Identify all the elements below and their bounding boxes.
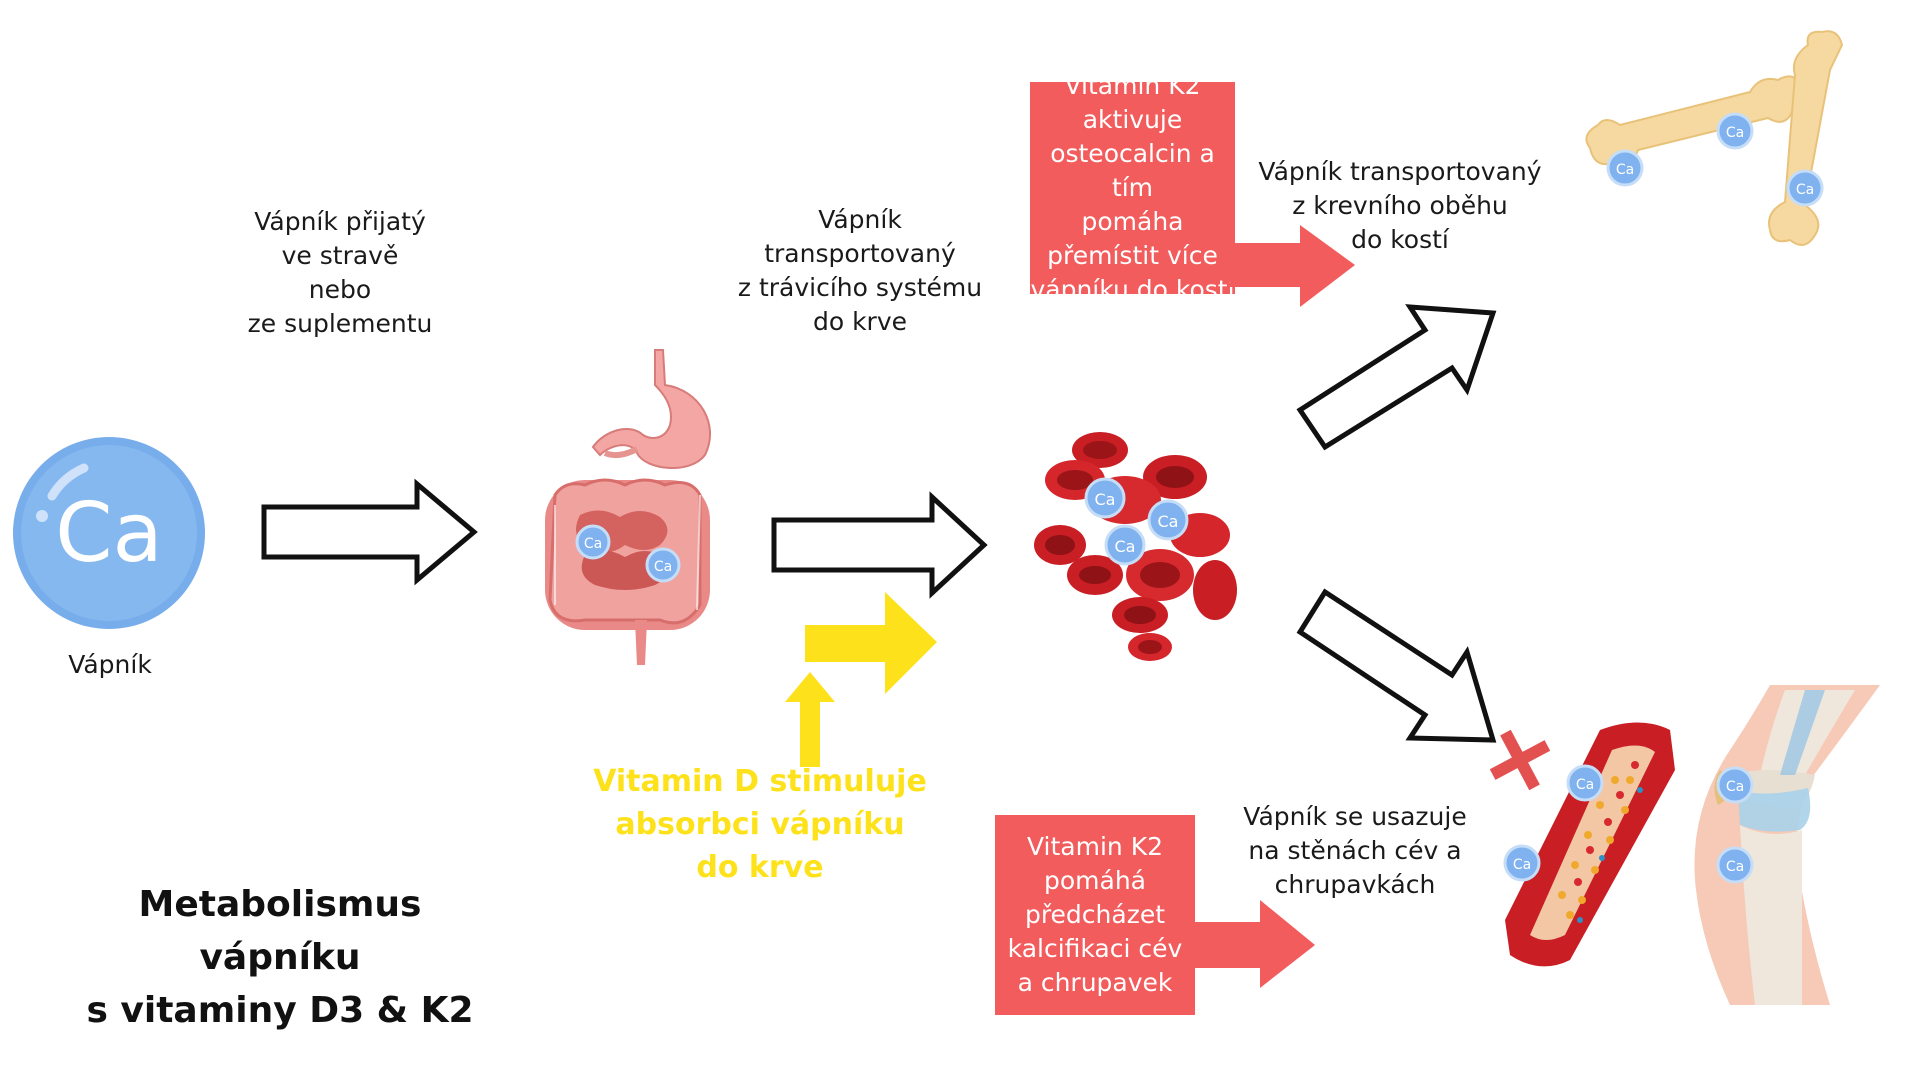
red-arrow-right-icon <box>1195 900 1315 988</box>
step4-text: Vápník se usazuje na stěnách cév a chrup… <box>1243 802 1467 899</box>
svg-text:Ca: Ca <box>1796 182 1814 198</box>
blood-vessel-icon: Ca Ca <box>1503 722 1675 967</box>
step1-text: Vápník přijatý ve stravě nebo ze supleme… <box>247 207 433 338</box>
step2-text: Vápník transportovaný z trávicího systém… <box>737 205 983 336</box>
digestive-system-icon: Ca Ca <box>545 349 711 665</box>
red-arrow-right-icon <box>1230 225 1355 307</box>
svg-text:Ca: Ca <box>1095 490 1116 509</box>
step3-text: Vápník transportovaný z krevního oběhu d… <box>1258 157 1542 254</box>
blood-cells-icon: Ca Ca Ca <box>1034 432 1237 661</box>
svg-text:Ca: Ca <box>1616 162 1634 178</box>
svg-text:Ca: Ca <box>55 486 163 581</box>
vitamin-d-text: Vitamin D stimuluje absorbci vápníku do … <box>593 764 927 885</box>
calcium-label: Vápník <box>68 650 152 679</box>
svg-text:Ca: Ca <box>1726 779 1744 795</box>
svg-text:Ca: Ca <box>1726 859 1744 875</box>
svg-text:Ca: Ca <box>654 559 672 575</box>
cross-icon <box>1489 729 1551 791</box>
svg-text:Ca: Ca <box>1513 857 1531 873</box>
arrow-right-icon <box>771 491 988 599</box>
k2-bone-box: Vitamin K2 aktivuje osteocalcin a tím po… <box>1030 71 1235 304</box>
svg-text:Ca: Ca <box>1726 125 1744 141</box>
knee-joint-icon: Ca Ca <box>1694 685 1880 1005</box>
arrow-down-right-icon <box>1296 588 1497 743</box>
vitamin-d-arrow-icon <box>785 592 937 767</box>
arrow-right-icon <box>261 478 478 586</box>
svg-text:Ca: Ca <box>584 536 602 552</box>
svg-text:Ca: Ca <box>1115 537 1136 556</box>
svg-text:Ca: Ca <box>1158 512 1179 531</box>
k2-vessel-box: Vitamin K2 pomáhá předcházet kalcifikaci… <box>995 815 1195 1015</box>
svg-text:Ca: Ca <box>1576 777 1594 793</box>
bones-icon: Ca Ca Ca <box>1585 30 1844 246</box>
calcium-icon: Ca <box>13 437 205 629</box>
arrow-up-right-icon <box>1296 304 1497 451</box>
diagram-title: Metabolismus vápníku s vitaminy D3 & K2 <box>86 884 474 1031</box>
